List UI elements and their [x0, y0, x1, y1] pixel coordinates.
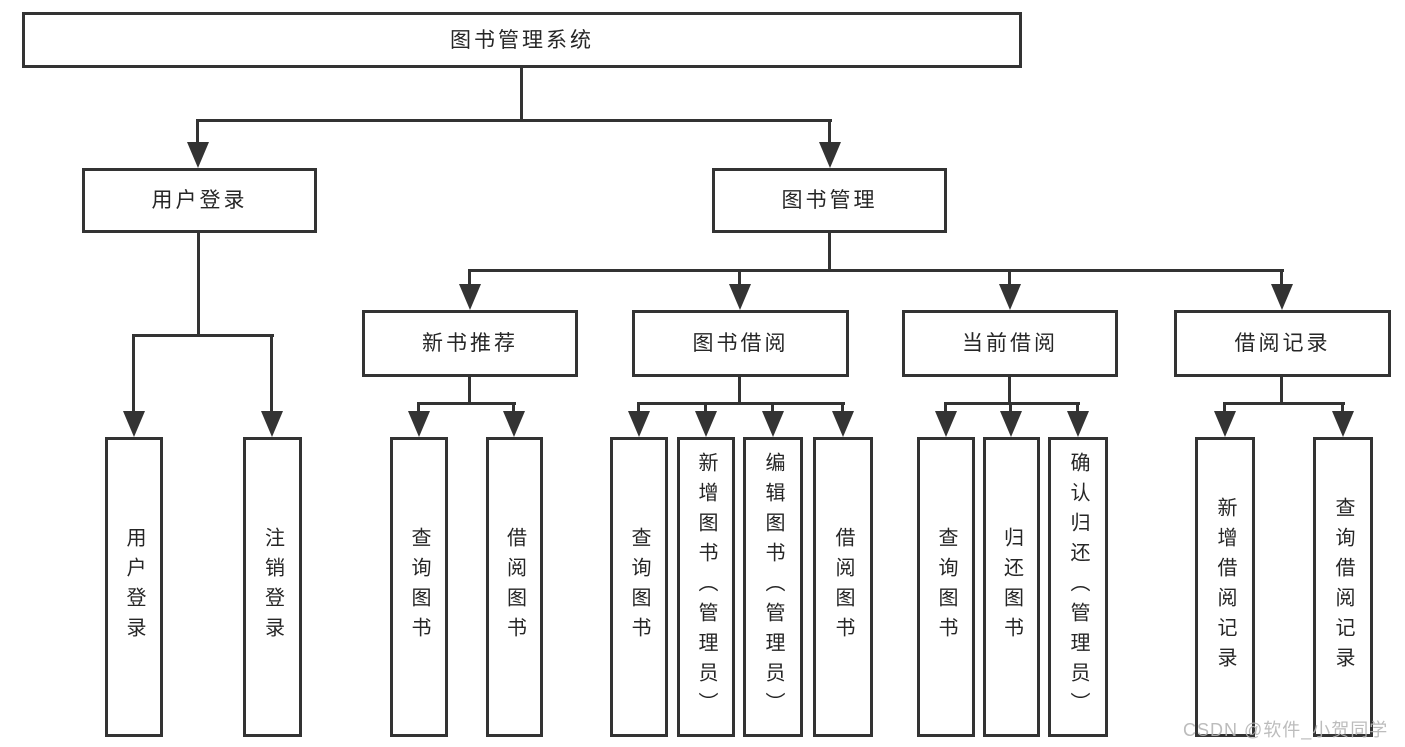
node-book-management: 图书管理 — [712, 168, 947, 233]
node-user-login: 用户登录 — [82, 168, 317, 233]
arrowhead-down — [1000, 411, 1022, 437]
node-leaf-edit-book-admin-label: 编辑图书（管理员） — [762, 452, 784, 722]
node-leaf-return-book: 归还图书 — [983, 437, 1040, 737]
arrowhead-down — [628, 411, 650, 437]
node-leaf-confirm-return-admin: 确认归还（管理员） — [1048, 437, 1108, 737]
arrowhead-down — [1214, 411, 1236, 437]
connector-stem — [132, 334, 135, 414]
connector-stem — [270, 334, 273, 414]
arrowhead-down — [935, 411, 957, 437]
connector-level2-hline — [468, 269, 1284, 272]
connector-stem — [417, 402, 420, 416]
arrowhead-down — [123, 411, 145, 437]
arrowhead-down — [261, 411, 283, 437]
node-leaf-user-login: 用户登录 — [105, 437, 163, 737]
connector-stem — [1076, 402, 1079, 416]
connector-stem — [704, 402, 707, 416]
node-book-management-label: 图书管理 — [781, 189, 878, 212]
arrowhead-down — [1067, 411, 1089, 437]
connector-level1-hline — [196, 119, 832, 122]
node-leaf-add-borrow-record: 新增借阅记录 — [1195, 437, 1255, 737]
arrowhead-down — [459, 284, 481, 310]
node-leaf-current-query-label: 查询图书 — [935, 527, 957, 647]
node-leaf-borrow-book: 借阅图书 — [813, 437, 873, 737]
node-leaf-user-login-label: 用户登录 — [123, 527, 145, 647]
connector-stem — [828, 119, 831, 147]
node-leaf-newbook-query: 查询图书 — [390, 437, 448, 737]
node-leaf-query-borrow-record: 查询借阅记录 — [1313, 437, 1373, 737]
connector-stem — [738, 269, 741, 289]
connector-stem — [468, 269, 471, 289]
node-leaf-newbook-query-label: 查询图书 — [408, 527, 430, 647]
node-leaf-return-book-label: 归还图书 — [1000, 527, 1023, 647]
node-root-label: 图书管理系统 — [450, 28, 594, 52]
node-leaf-borrow-query-label: 查询图书 — [628, 527, 650, 647]
node-leaf-borrow-book-label: 借阅图书 — [832, 527, 854, 647]
arrowhead-down — [832, 411, 854, 437]
node-leaf-newbook-borrow: 借阅图书 — [486, 437, 543, 737]
connector-vline — [468, 376, 471, 405]
node-leaf-add-book-admin: 新增图书（管理员） — [677, 437, 735, 737]
connector-stem — [944, 402, 947, 416]
node-leaf-borrow-query: 查询图书 — [610, 437, 668, 737]
connector-stem — [1341, 402, 1344, 416]
node-book-borrow: 图书借阅 — [632, 310, 849, 377]
connector-stem — [1008, 269, 1011, 289]
connector-stem — [637, 402, 640, 416]
node-leaf-add-borrow-record-label: 新增借阅记录 — [1214, 497, 1236, 677]
arrowhead-down — [187, 142, 209, 168]
connector-stem — [1009, 402, 1012, 416]
node-leaf-query-borrow-record-label: 查询借阅记录 — [1332, 497, 1354, 677]
node-root: 图书管理系统 — [22, 12, 1022, 68]
connector-vline — [1008, 376, 1011, 405]
connector-hline — [132, 334, 274, 337]
node-new-book-recommend-label: 新书推荐 — [422, 332, 518, 355]
node-leaf-logout-label: 注销登录 — [261, 527, 284, 647]
connector-hline — [944, 402, 1080, 405]
node-current-borrow: 当前借阅 — [902, 310, 1118, 377]
connector-stem — [841, 402, 844, 416]
arrowhead-down — [999, 284, 1021, 310]
connector-vline — [738, 376, 741, 405]
node-leaf-newbook-borrow-label: 借阅图书 — [503, 527, 526, 647]
arrowhead-down — [695, 411, 717, 437]
connector-hline — [417, 402, 516, 405]
node-leaf-add-book-admin-label: 新增图书（管理员） — [695, 452, 717, 722]
connector-stem — [771, 402, 774, 416]
node-leaf-logout: 注销登录 — [243, 437, 302, 737]
connector-hline — [637, 402, 845, 405]
arrowhead-down — [408, 411, 430, 437]
arrowhead-down — [819, 142, 841, 168]
node-leaf-current-query: 查询图书 — [917, 437, 975, 737]
connector-stem — [1223, 402, 1226, 416]
node-borrow-record-label: 借阅记录 — [1234, 332, 1331, 355]
connector-stem — [196, 119, 199, 147]
arrowhead-down — [503, 411, 525, 437]
node-leaf-edit-book-admin: 编辑图书（管理员） — [743, 437, 803, 737]
connector-vline — [1280, 376, 1283, 405]
connector-stem — [1280, 269, 1283, 289]
arrowhead-down — [729, 284, 751, 310]
connector-root-vline — [520, 66, 523, 121]
watermark: CSDN @软件_小贺同学 — [1183, 720, 1389, 740]
connector-hline — [1223, 402, 1345, 405]
node-leaf-confirm-return-admin-label: 确认归还（管理员） — [1067, 452, 1089, 722]
node-book-borrow-label: 图书借阅 — [692, 332, 789, 355]
arrowhead-down — [1271, 284, 1293, 310]
node-borrow-record: 借阅记录 — [1174, 310, 1391, 377]
arrowhead-down — [762, 411, 784, 437]
arrowhead-down — [1332, 411, 1354, 437]
connector-vline — [197, 231, 200, 337]
node-new-book-recommend: 新书推荐 — [362, 310, 578, 377]
connector-vline — [828, 232, 831, 272]
node-user-login-label: 用户登录 — [151, 189, 248, 212]
node-current-borrow-label: 当前借阅 — [962, 332, 1058, 355]
connector-stem — [512, 402, 515, 416]
